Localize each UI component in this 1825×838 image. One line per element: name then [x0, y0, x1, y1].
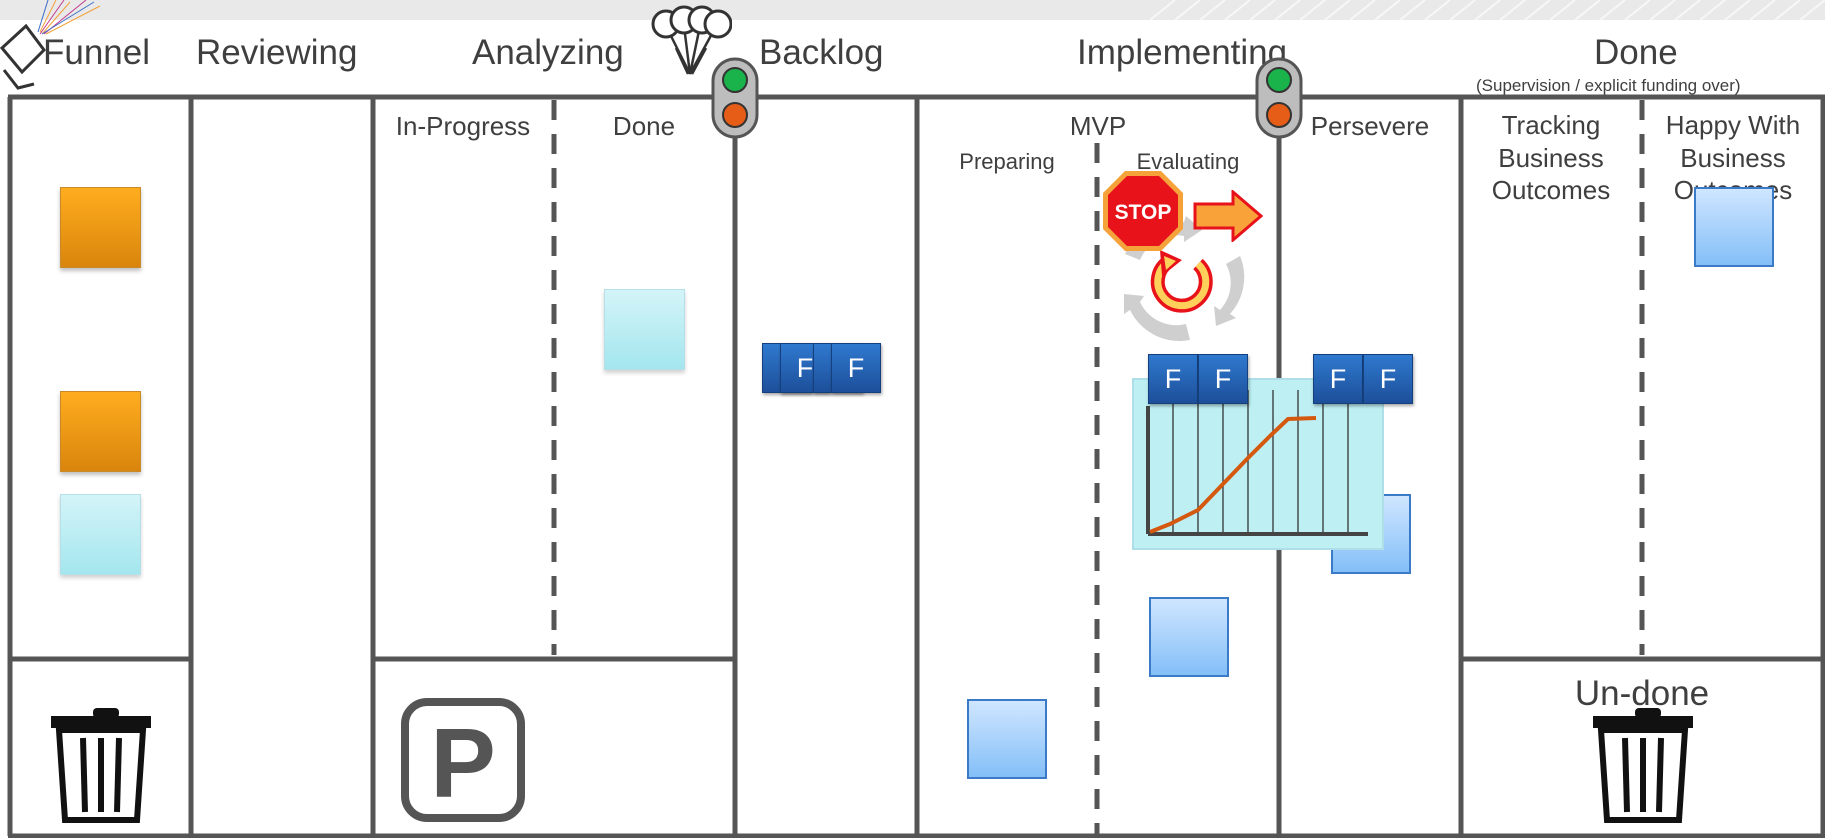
- epic-card[interactable]: [60, 494, 141, 575]
- feature-tile[interactable]: F: [1313, 354, 1363, 404]
- column-header-analyzing: Analyzing: [472, 33, 624, 72]
- done-funding-note: (Supervision / explicit funding over): [1476, 76, 1741, 95]
- parking-icon: P: [401, 698, 525, 822]
- column-header-implementing: Implementing: [1077, 33, 1288, 72]
- subheader-in-progress: In-Progress: [395, 111, 531, 141]
- epic-card[interactable]: [60, 391, 141, 472]
- feature-tile[interactable]: F: [1363, 354, 1413, 404]
- feature-tile[interactable]: F: [1198, 354, 1248, 404]
- subheader-evaluating: Evaluating: [1136, 149, 1240, 174]
- column-header-reviewing: Reviewing: [196, 33, 358, 72]
- epic-card[interactable]: [604, 289, 685, 370]
- stop-sign-icon: STOP: [1103, 171, 1183, 251]
- column-header-backlog: Backlog: [759, 33, 884, 72]
- subheader-mvp: MVP: [1069, 111, 1127, 141]
- epic-card[interactable]: [1694, 187, 1774, 267]
- stop-sign-label: STOP: [1115, 201, 1172, 224]
- subheader-persevere: Persevere: [1310, 111, 1430, 141]
- trash-icon[interactable]: [49, 708, 153, 824]
- epic-card[interactable]: [967, 699, 1047, 779]
- arrow-right-icon: [1193, 190, 1264, 242]
- feature-tile[interactable]: F: [1148, 354, 1198, 404]
- column-header-done: Done: [1594, 33, 1678, 72]
- line-chart-icon: [1132, 378, 1384, 550]
- funnel-icon: [0, 0, 101, 90]
- subheader-tracking-business-outcomes: Tracking Business Outcomes: [1491, 110, 1611, 205]
- subheader-analyzing-done: Done: [612, 111, 676, 141]
- traffic-light-icon: [1255, 57, 1303, 139]
- traffic-light-icon: [711, 57, 759, 139]
- feature-tile[interactable]: F: [831, 343, 881, 393]
- column-header-funnel: Funnel: [43, 33, 151, 72]
- epic-card[interactable]: [1149, 597, 1229, 677]
- undone-label: Un-done: [1574, 674, 1710, 713]
- balloons-icon: [651, 5, 732, 75]
- refresh-icon: [1150, 250, 1213, 313]
- parking-label: P: [430, 708, 495, 818]
- trash-icon[interactable]: [1591, 708, 1695, 824]
- epic-card[interactable]: [60, 187, 141, 268]
- subheader-preparing: Preparing: [959, 149, 1055, 174]
